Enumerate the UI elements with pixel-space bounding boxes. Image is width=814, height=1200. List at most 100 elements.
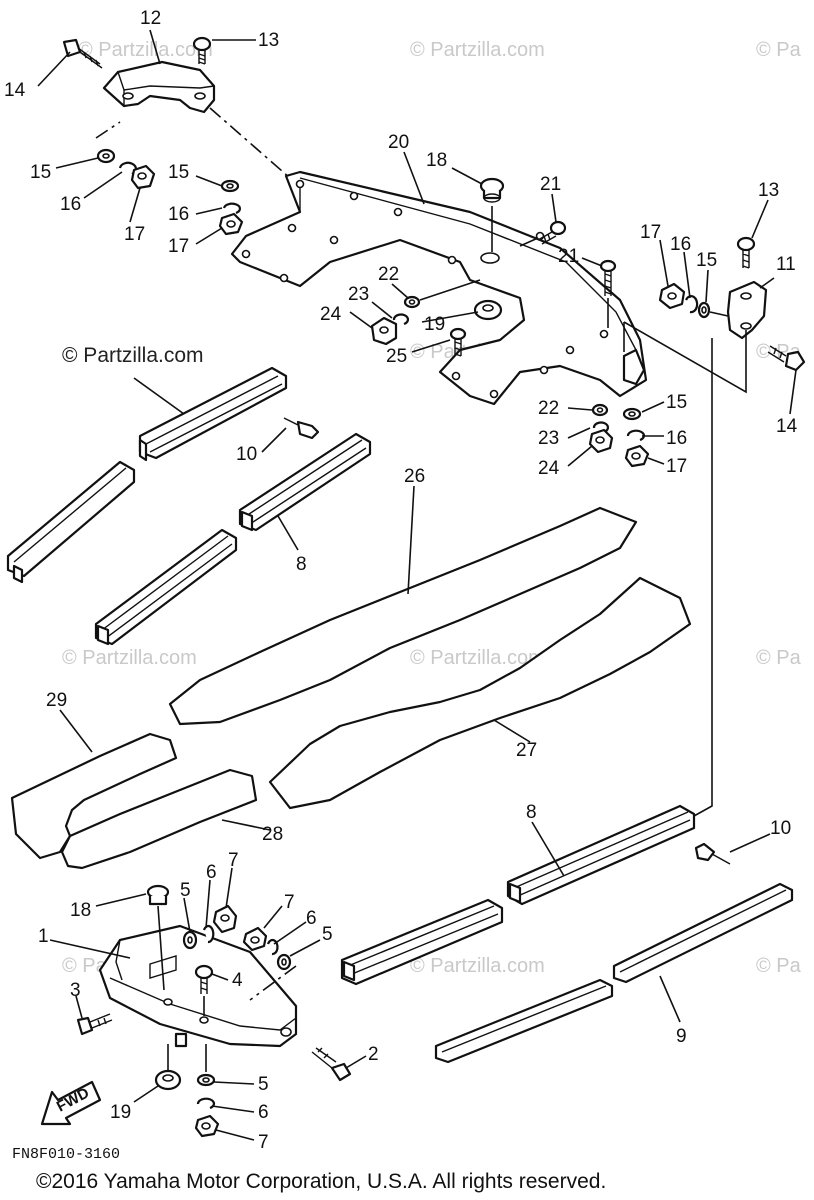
callout-3: 3 — [70, 980, 81, 1001]
washer-part-15-right-lower — [622, 407, 642, 421]
rail-part-9-upper-b — [94, 528, 238, 646]
nut-part-24-center — [370, 316, 398, 346]
lockwasher-part-6-c — [196, 1097, 216, 1110]
rail-part-9-lower-b — [434, 978, 614, 1064]
rail-part-8-upper-a — [138, 366, 288, 462]
rail-part-8-upper-b — [238, 432, 372, 532]
screw-part-21-a — [537, 220, 567, 245]
callout-15: 15 — [30, 162, 51, 183]
nut-part-19-bottom — [154, 1069, 182, 1091]
assembly-line — [519, 237, 539, 247]
watermark: © Partzilla.com — [410, 647, 545, 669]
callout-15: 15 — [168, 162, 189, 183]
callout-20: 20 — [388, 132, 409, 153]
callout-6: 6 — [206, 862, 217, 883]
callout-17: 17 — [124, 224, 145, 245]
callout-16: 16 — [60, 194, 81, 215]
watermark: © Partzilla.com — [62, 647, 197, 669]
washer-part-15-left — [96, 148, 116, 164]
callout-17: 17 — [666, 456, 687, 477]
copyright-notice: ©2016 Yamaha Motor Corporation, U.S.A. A… — [36, 1170, 606, 1193]
screw-part-21-b — [599, 259, 617, 296]
screw-part-13-top — [192, 36, 212, 65]
bracket-part-11 — [726, 280, 768, 340]
assembly-line — [419, 279, 481, 301]
watermark: © Partzilla.com — [78, 39, 213, 61]
callout-2: 2 — [368, 1044, 379, 1065]
rivet-part-10-lower — [694, 842, 731, 865]
nut-part-17-right-lower — [624, 444, 650, 468]
assembly-line — [95, 121, 121, 139]
callout-13: 13 — [758, 180, 779, 201]
mat-part-26 — [168, 506, 638, 726]
assembly-line — [709, 311, 729, 317]
callout-21: 21 — [540, 174, 561, 195]
nut-part-17-right — [658, 282, 686, 310]
mat-part-27 — [268, 576, 692, 810]
diagram-code: FN8F010-3160 — [12, 1146, 120, 1163]
rail-part-8-lower-b — [340, 898, 504, 986]
callout-14: 14 — [4, 80, 26, 101]
callout-16: 16 — [670, 234, 691, 255]
callout-12: 12 — [140, 8, 161, 29]
watermark: © Pa — [756, 647, 802, 669]
callout-7: 7 — [258, 1132, 269, 1153]
callout-29: 29 — [46, 690, 67, 711]
callout-8: 8 — [296, 554, 307, 575]
nut-part-17-mid — [218, 212, 244, 236]
callout-7: 7 — [228, 850, 239, 871]
callout-5: 5 — [258, 1074, 269, 1095]
callout-8: 8 — [526, 802, 537, 823]
callout-6: 6 — [258, 1102, 269, 1123]
nut-part-19-center — [473, 299, 503, 321]
callout-16: 16 — [168, 204, 189, 225]
callout-10: 10 — [770, 818, 791, 839]
fwd-arrow-icon: FWD — [40, 1080, 102, 1126]
callout-18: 18 — [426, 150, 447, 171]
callout-22: 22 — [538, 398, 559, 419]
watermark: © Pa — [756, 39, 802, 61]
washer-part-5-a — [182, 930, 198, 950]
watermark: © Pa — [756, 955, 802, 977]
nut-part-24-right — [588, 428, 614, 454]
callout-24: 24 — [320, 304, 342, 325]
bracket-part-12 — [102, 60, 216, 114]
rail-part-9-upper-a — [6, 460, 136, 584]
assembly-line — [157, 905, 165, 991]
callout-16: 16 — [666, 428, 687, 449]
callout-24: 24 — [538, 458, 560, 479]
assembly-line — [249, 965, 297, 1001]
callout-19: 19 — [424, 314, 445, 335]
screw-part-3 — [76, 1013, 113, 1036]
callout-17: 17 — [640, 222, 661, 243]
bumper-part-1 — [98, 924, 298, 1048]
washer-part-15-right — [697, 301, 711, 319]
callout-numbers: 12 13 14 15 16 17 15 16 17 20 18 21 21 1… — [4, 8, 798, 1153]
callout-23: 23 — [348, 284, 369, 305]
lockwasher-part-16-right — [684, 295, 699, 314]
callout-19: 19 — [110, 1102, 131, 1123]
callout-28: 28 — [262, 824, 283, 845]
washer-part-22-center — [403, 295, 421, 309]
grommet-part-18-lower — [146, 884, 170, 906]
washer-part-5-c — [196, 1073, 216, 1087]
callout-10: 10 — [236, 444, 257, 465]
callout-26: 26 — [404, 466, 425, 487]
callout-11: 11 — [776, 254, 796, 275]
bolt-part-14-right — [767, 345, 806, 372]
callout-15: 15 — [666, 392, 687, 413]
leader-lines — [37, 29, 797, 1141]
callout-14: 14 — [776, 416, 798, 437]
rail-part-9-lower-a — [612, 882, 794, 984]
lockwasher-part-23-center — [392, 313, 410, 326]
callout-15: 15 — [696, 250, 717, 271]
bolt-part-14-top — [62, 38, 103, 69]
callout-9: 9 — [676, 1026, 687, 1047]
callout-4: 4 — [232, 970, 243, 991]
rivet-part-10-upper — [283, 417, 320, 440]
callout-21: 21 — [558, 246, 579, 267]
callout-23: 23 — [538, 428, 559, 449]
watermark: © Partzilla.com — [410, 955, 545, 977]
callout-27: 27 — [516, 740, 537, 761]
